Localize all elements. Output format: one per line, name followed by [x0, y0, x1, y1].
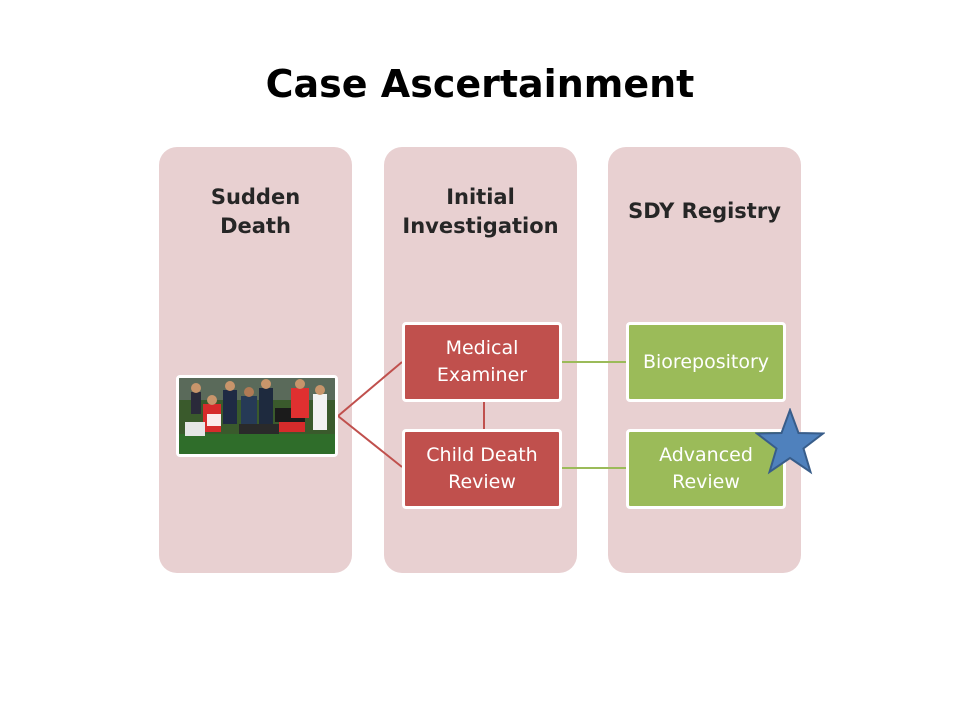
node-label-line: Examiner — [436, 364, 528, 386]
column-header-line: Death — [220, 214, 291, 238]
column-header-sudden-death: Sudden Death — [159, 177, 352, 247]
child-death-review-node: Child Death Review — [402, 429, 562, 509]
column-sudden-death: Sudden Death — [159, 147, 352, 573]
column-header-line: Sudden — [210, 184, 301, 209]
slide-title: Case Ascertainment — [265, 62, 695, 106]
column-header-line: Initial — [446, 184, 515, 209]
column-header-line: SDY Registry — [628, 199, 781, 224]
node-label-line: Medical — [445, 337, 519, 360]
column-header-line: Investigation — [402, 214, 559, 238]
column-header-initial-investigation: Initial Investigation — [384, 177, 577, 247]
node-label-line: Advanced — [659, 444, 753, 467]
star-icon — [755, 408, 825, 475]
node-label-line: Review — [672, 471, 740, 493]
biorepository-node: Biorepository — [626, 322, 786, 402]
node-label-line: Child Death — [426, 444, 538, 467]
node-label-line: Biorepository — [642, 350, 769, 373]
node-label-line: Review — [448, 471, 516, 493]
photo-illustration — [179, 378, 335, 454]
medical-examiner-node: Medical Examiner — [402, 322, 562, 402]
advanced-review-node: Advanced Review — [626, 429, 786, 509]
soccer-players-photo — [176, 375, 338, 457]
column-header-sdy-registry: SDY Registry — [608, 177, 801, 247]
